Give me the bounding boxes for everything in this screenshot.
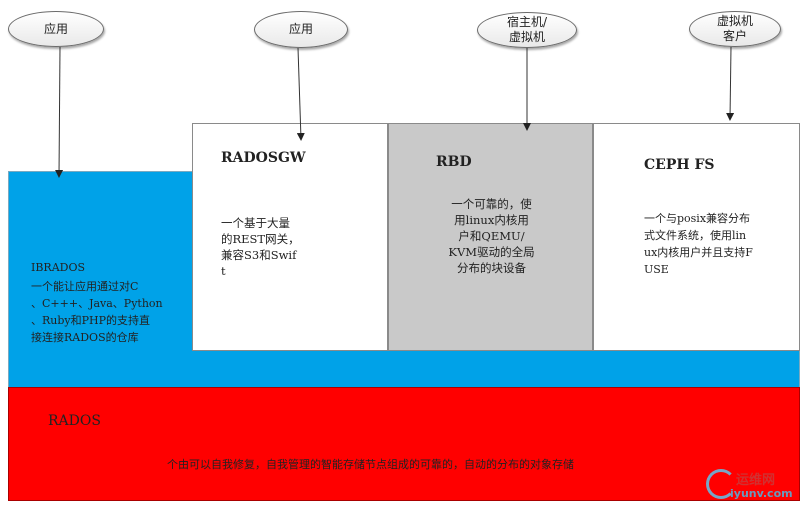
client-label: 宿主机/ 虚拟机: [506, 15, 548, 44]
librados-title: IBRADOS: [31, 261, 86, 274]
radosgw-box: RADOSGW 一个基于大量 的REST网关， 兼容S3和Swif t: [192, 123, 388, 351]
client-bubble-app-2: 应用: [254, 11, 348, 48]
watermark-icon: [706, 469, 736, 499]
cephfs-box: CEPH FS 一个与posix兼容分布 式文件系统，使用lin ux内核用户并…: [593, 123, 800, 351]
cephfs-description: 一个与posix兼容分布 式文件系统，使用lin ux内核用户并且支持F USE: [644, 212, 753, 276]
client-label: 应用: [43, 21, 68, 36]
rbd-box: RBD 一个可靠的，使 用linux内核用 户和QEMU/ KVM驱动的全局 分…: [388, 123, 593, 351]
librados-description: 一个能让应用通过对C 、C+++、Java、Python 、Ruby和PHP的支…: [31, 280, 163, 344]
rbd-title: RBD: [436, 154, 472, 170]
client-label: 虚拟机 客户: [716, 14, 753, 43]
rbd-description: 一个可靠的，使 用linux内核用 户和QEMU/ KVM驱动的全局 分布的块设…: [448, 197, 535, 275]
arrow-vm-to-cephfs: [726, 46, 735, 121]
client-bubble-app-1: 应用: [8, 11, 104, 47]
watermark-logo: 运维网 iyunv.com: [704, 467, 804, 505]
client-bubble-host-vm: 宿主机/ 虚拟机: [477, 12, 577, 48]
radosgw-description: 一个基于大量 的REST网关， 兼容S3和Swif t: [221, 216, 300, 278]
cephfs-title: CEPH FS: [644, 157, 715, 173]
rados-title: RADOS: [48, 413, 101, 429]
arrow-app1-to-librados: [55, 46, 64, 178]
watermark-text-bottom: iyunv.com: [730, 487, 793, 500]
client-label: 应用: [288, 22, 313, 36]
client-bubble-vm-client: 虚拟机 客户: [689, 11, 781, 47]
radosgw-title: RADOSGW: [221, 150, 306, 166]
rados-layer: RADOS 个由可以自我修复，自我管理的智能存储节点组成的可靠的，自动的分布的对…: [8, 387, 800, 501]
watermark-text-top: 运维网: [736, 473, 776, 488]
rados-description: 个由可以自我修复，自我管理的智能存储节点组成的可靠的，自动的分布的对象存储: [167, 458, 574, 471]
